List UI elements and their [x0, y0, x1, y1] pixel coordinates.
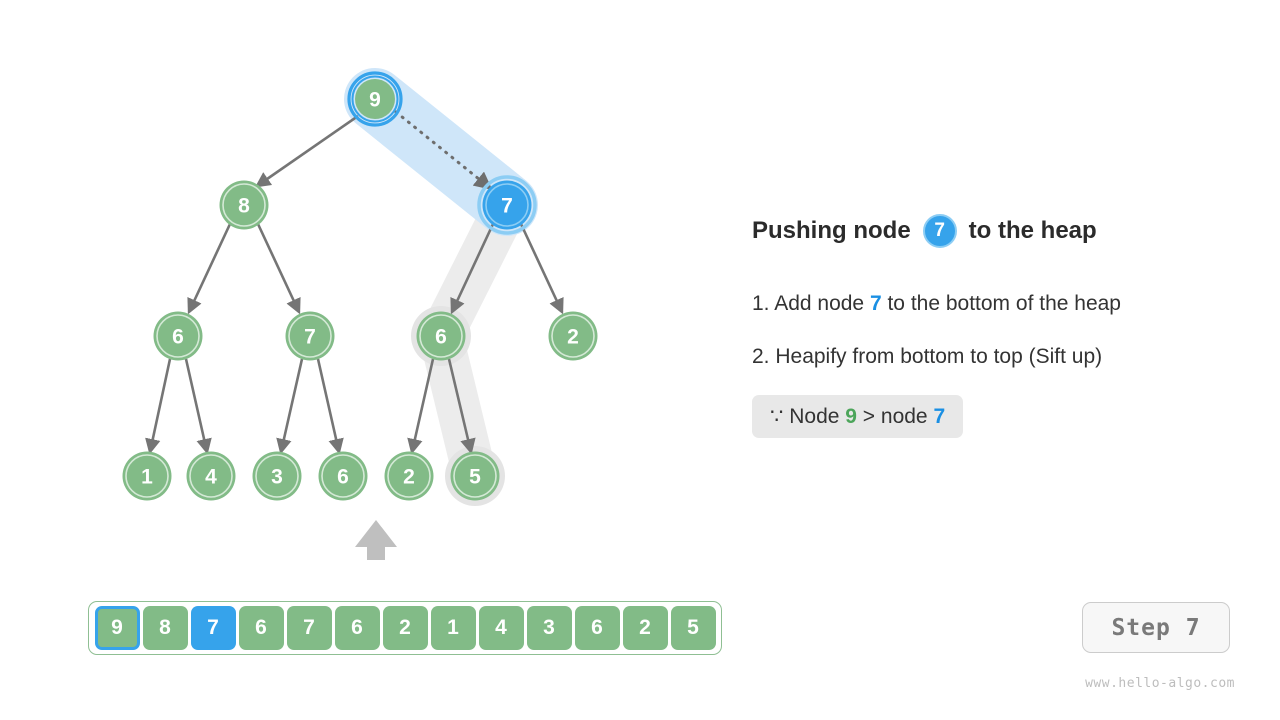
node-value: 7: [501, 195, 513, 218]
step-2-text: 2. Heapify from bottom to top (Sift up): [752, 345, 1103, 368]
edge-7-2: [519, 223, 564, 315]
panel-title: Pushing node 7 to the heap: [752, 214, 1097, 248]
reason-note: ∵ Node 9 > node 7: [752, 395, 964, 438]
array-cell[interactable]: 6: [574, 606, 620, 650]
array-cell[interactable]: 8: [142, 606, 188, 650]
tree-node[interactable]: 3: [252, 451, 302, 501]
node-value: 1: [141, 466, 153, 489]
node-value: 3: [271, 466, 283, 489]
tree-node[interactable]: 6: [416, 311, 466, 361]
edge-6-4: [184, 358, 212, 455]
tree-node[interactable]: 6: [153, 311, 203, 361]
explanation-panel: Pushing node 7 to the heap 1. Add node 7…: [752, 0, 1222, 720]
node-value: 8: [238, 195, 250, 218]
tree-node[interactable]: 7: [285, 311, 335, 361]
node-value: 2: [403, 466, 415, 489]
edge-7-6: [450, 223, 495, 315]
reason-text-b: > node: [856, 405, 934, 428]
tree-node[interactable]: 2: [548, 311, 598, 361]
array-cell[interactable]: 7: [190, 606, 236, 650]
tree-node[interactable]: 6: [318, 451, 368, 501]
tree-node[interactable]: 8: [219, 180, 269, 230]
tree-node[interactable]: 9: [347, 71, 403, 127]
edge-6-1: [145, 358, 172, 455]
panel-title-suffix: to the heap: [968, 217, 1097, 244]
double-arrow-vertical-icon: [355, 520, 397, 560]
step-badge[interactable]: Step 7: [1082, 602, 1230, 653]
node-value: 6: [435, 326, 447, 349]
panel-title-prefix: Pushing node: [752, 217, 911, 244]
step-line-1: 1. Add node 7 to the bottom of the heap: [752, 292, 1121, 316]
array-cell[interactable]: 6: [238, 606, 284, 650]
step-line-2: 2. Heapify from bottom to top (Sift up): [752, 345, 1102, 369]
node-value: 6: [337, 466, 349, 489]
array-cell[interactable]: 5: [670, 606, 716, 650]
binary-heap-tree: 9 8 7 6 7 6: [122, 68, 598, 560]
array-cell[interactable]: 9: [94, 606, 140, 650]
step-1-prefix: 1. Add node: [752, 292, 870, 315]
node-value: 4: [205, 466, 217, 489]
reason-value-b: 7: [933, 405, 946, 428]
pushed-node-badge: 7: [922, 214, 957, 248]
array-cell[interactable]: 2: [622, 606, 668, 650]
array-cell[interactable]: 6: [334, 606, 380, 650]
node-value: 7: [304, 326, 316, 349]
tree-node[interactable]: 4: [186, 451, 236, 501]
array-cell[interactable]: 4: [478, 606, 524, 650]
tree-node[interactable]: 2: [384, 451, 434, 501]
node-value: 2: [567, 326, 579, 349]
edge-8-6: [187, 223, 232, 315]
edge-7-3: [276, 358, 304, 455]
reason-value-a: 9: [845, 405, 857, 428]
edge-9-8: [254, 114, 359, 188]
array-cell[interactable]: 3: [526, 606, 572, 650]
heap-array: 9 8 7 6 7 6 2 1 4 3 6 2 5: [88, 601, 722, 655]
array-cell[interactable]: 2: [382, 606, 428, 650]
node-value: 6: [172, 326, 184, 349]
tree-node[interactable]: 1: [122, 451, 172, 501]
tree-node[interactable]: 5: [450, 451, 500, 501]
node-value: 9: [369, 89, 381, 112]
reason-text-a: Node: [789, 405, 846, 428]
tree-edges: [145, 114, 564, 455]
node-value: 5: [469, 466, 481, 489]
edge-7-6b: [316, 358, 344, 455]
because-symbol: ∵: [770, 405, 784, 428]
edge-8-7: [256, 223, 301, 315]
tree-node[interactable]: 7: [477, 175, 537, 235]
edge-6-2: [407, 358, 435, 455]
footer-url: www.hello-algo.com: [1085, 676, 1235, 691]
step-1-value: 7: [869, 292, 882, 315]
step-1-suffix: to the bottom of the heap: [881, 292, 1121, 315]
array-cell[interactable]: 7: [286, 606, 332, 650]
array-cell[interactable]: 1: [430, 606, 476, 650]
edge-6-5: [447, 358, 476, 455]
